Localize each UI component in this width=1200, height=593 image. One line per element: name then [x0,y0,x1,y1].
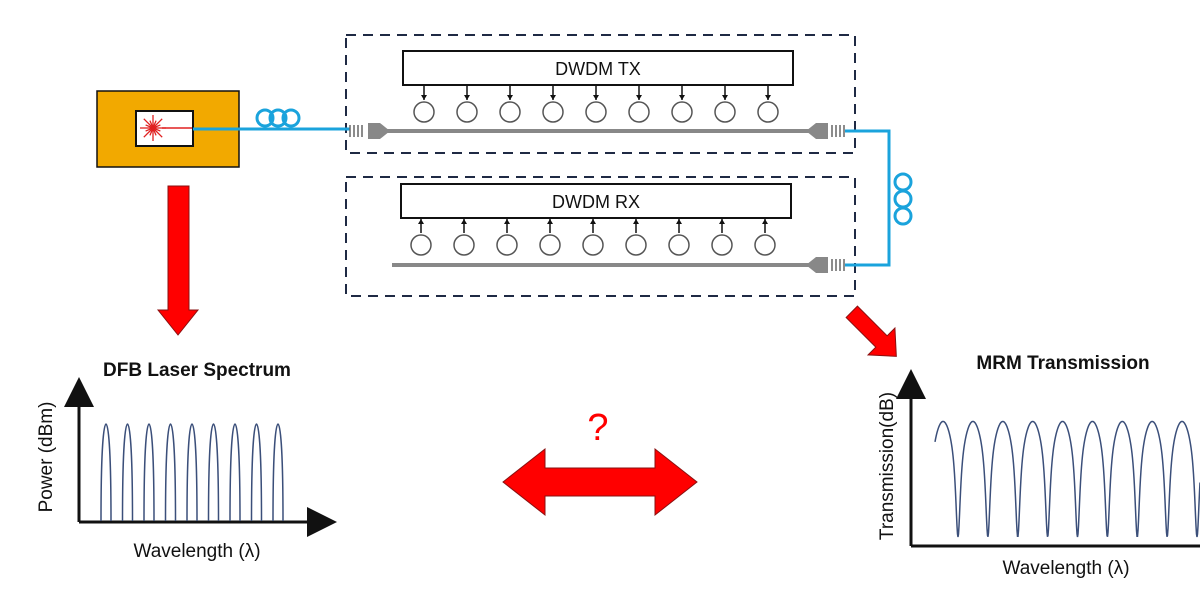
laser-line-4 [164,423,177,522]
tx-ring-2 [456,86,478,123]
tx-ring-9 [757,86,779,123]
laser-spectrum-lines [100,423,284,522]
rx-dashed-box [345,176,856,297]
rx-ring-2 [453,219,475,256]
laser-ylabel: Power (dBm) [36,402,57,513]
fiber-coil-horizontal-icon [255,108,301,128]
laser-spectrum-title: DFB Laser Spectrum [103,360,291,381]
laser-down-arrow [156,185,200,336]
laser-burst-icon [140,115,166,141]
laser-line-6 [207,423,220,522]
mrm-title: MRM Transmission [976,353,1149,374]
tx-block [402,50,794,86]
rx-ring-7 [668,219,690,256]
laser-line-2 [121,423,134,522]
tx-label: DWDM TX [555,59,641,79]
rx-ring-3 [496,219,518,256]
laser-line-1 [100,423,112,522]
rx-input-coupler-icon [806,257,845,273]
rx-label: DWDM RX [552,192,640,212]
tx-ring-4 [542,86,564,123]
tx-ring-3 [499,86,521,123]
mrm-transmission-curve [934,420,1200,538]
fiber-coil-vertical-icon [893,172,913,226]
rx-ring-1 [410,219,432,256]
laser-line-5 [186,423,198,522]
rx-ring-4 [539,219,561,256]
tx-dashed-box [345,34,856,154]
mrm-xlabel: Wavelength (λ) [1002,558,1129,579]
question-mark: ? [587,407,608,449]
tx-ring-5 [585,86,607,123]
tx-ring-1 [413,86,435,123]
laser-line-9 [272,423,284,522]
tx-ring-group [413,86,779,123]
rx-ring-group [410,219,776,256]
tx-ring-6 [628,86,650,123]
laser-xlabel: Wavelength (λ) [133,541,260,562]
rx-block [400,183,792,219]
tx-input-coupler-icon [349,123,390,139]
mrm-ylabel: Transmission(dB) [877,392,898,540]
laser-line-7 [229,423,241,522]
tx-ring-8 [714,86,736,123]
rx-diagonal-arrow [845,305,897,357]
laser-line-8 [250,423,263,522]
rx-ring-9 [754,219,776,256]
fiber-loopback [845,129,891,267]
rx-ring-5 [582,219,604,256]
tx-ring-7 [671,86,693,123]
comparison-double-arrow [502,447,698,517]
rx-ring-8 [711,219,733,256]
tx-output-coupler-icon [806,123,845,139]
rx-ring-6 [625,219,647,256]
laser-line-3 [143,423,155,522]
